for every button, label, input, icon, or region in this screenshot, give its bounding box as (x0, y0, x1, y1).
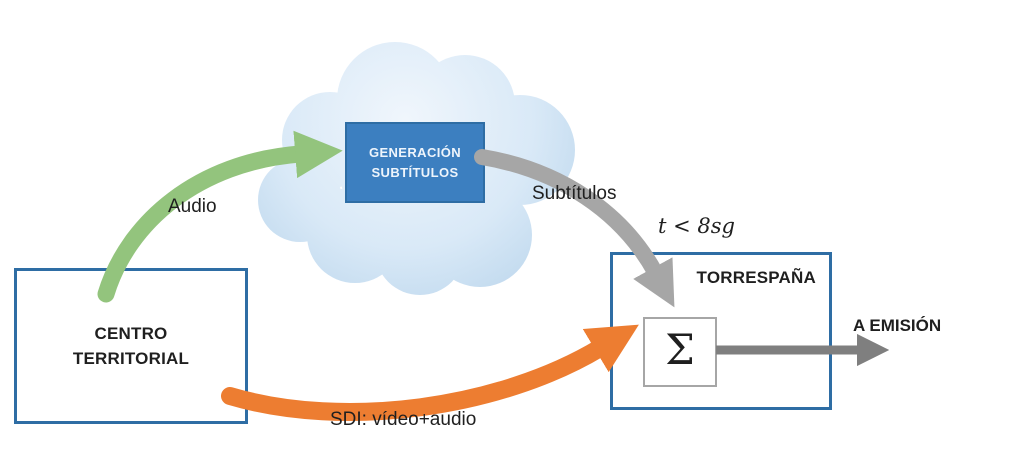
centro-territorial-box: CENTRO TERRITORIAL (14, 268, 248, 424)
sigma-symbol: Σ (665, 325, 695, 374)
sigma-box: Σ (643, 317, 717, 387)
generacion-line2: SUBTÍTULOS (371, 165, 459, 180)
centro-territorial-line1: CENTRO (94, 323, 168, 343)
generacion-line1: GENERACIÓN (368, 145, 462, 160)
torrespana-box: TORRESPAÑA Σ (610, 252, 832, 410)
centro-territorial-line2: TERRITORIAL (72, 349, 190, 368)
generacion-subtitulos-box: GENERACIÓN SUBTÍTULOS (345, 122, 485, 203)
torrespana-title: TORRESPAÑA (696, 268, 816, 287)
